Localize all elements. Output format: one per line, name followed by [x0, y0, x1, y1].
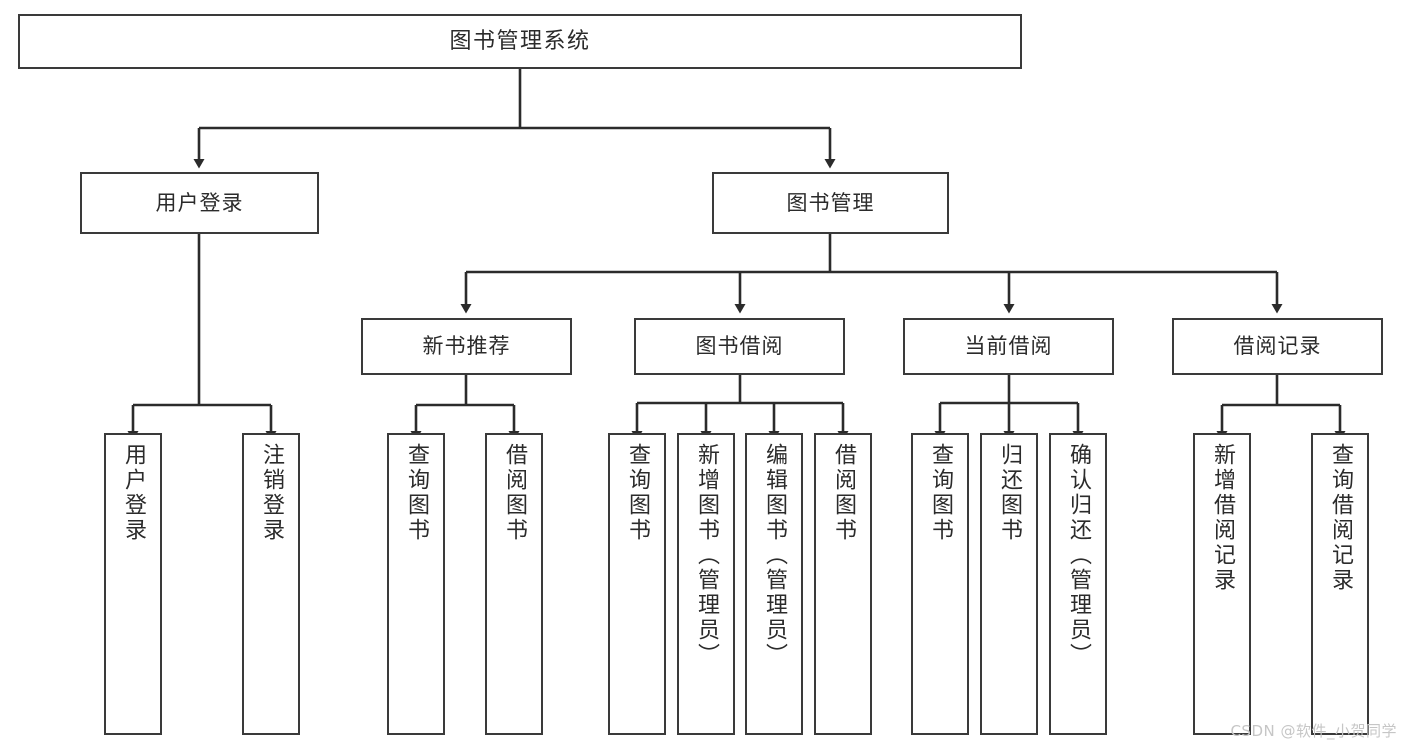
node-user-login[interactable]: 用户登录 [80, 172, 319, 234]
leaf-query-book-3[interactable]: 查询图书 [911, 433, 969, 735]
leaf-add-borrow-record-label: 新增借阅记录 [1210, 443, 1235, 593]
leaf-query-book-1[interactable]: 查询图书 [387, 433, 445, 735]
node-new-book-recommend[interactable]: 新书推荐 [361, 318, 572, 375]
leaf-confirm-return-label: 确认归还（管理员） [1066, 443, 1091, 668]
node-new-book-recommend-label: 新书推荐 [422, 334, 511, 359]
leaf-confirm-return[interactable]: 确认归还（管理员） [1049, 433, 1107, 735]
node-current-borrow[interactable]: 当前借阅 [903, 318, 1114, 375]
leaf-borrow-book-2[interactable]: 借阅图书 [814, 433, 872, 735]
leaf-return-book-label: 归还图书 [997, 443, 1022, 543]
node-book-management-label: 图书管理 [786, 190, 875, 215]
leaf-user-login[interactable]: 用户登录 [104, 433, 162, 735]
leaf-edit-book-label: 编辑图书（管理员） [762, 443, 787, 668]
node-user-login-label: 用户登录 [155, 190, 244, 215]
node-root-label: 图书管理系统 [449, 28, 591, 54]
node-book-borrow[interactable]: 图书借阅 [634, 318, 845, 375]
leaf-query-book-2-label: 查询图书 [625, 443, 650, 543]
node-borrow-record[interactable]: 借阅记录 [1172, 318, 1383, 375]
node-root[interactable]: 图书管理系统 [18, 14, 1022, 69]
leaf-query-borrow-record-label: 查询借阅记录 [1328, 443, 1353, 593]
node-borrow-record-label: 借阅记录 [1233, 334, 1322, 359]
leaf-return-book[interactable]: 归还图书 [980, 433, 1038, 735]
leaf-borrow-book-1-label: 借阅图书 [502, 443, 527, 543]
leaf-query-borrow-record[interactable]: 查询借阅记录 [1311, 433, 1369, 735]
leaf-logout-login[interactable]: 注销登录 [242, 433, 300, 735]
leaf-query-book-1-label: 查询图书 [404, 443, 429, 543]
node-book-management[interactable]: 图书管理 [712, 172, 949, 234]
leaf-add-borrow-record[interactable]: 新增借阅记录 [1193, 433, 1251, 735]
watermark-text: CSDN @软件_小贺同学 [1230, 722, 1397, 740]
leaf-user-login-label: 用户登录 [121, 443, 146, 543]
leaf-add-book-label: 新增图书（管理员） [694, 443, 719, 668]
leaf-borrow-book-2-label: 借阅图书 [831, 443, 856, 543]
leaf-query-book-3-label: 查询图书 [928, 443, 953, 543]
leaf-query-book-2[interactable]: 查询图书 [608, 433, 666, 735]
leaf-borrow-book-1[interactable]: 借阅图书 [485, 433, 543, 735]
leaf-add-book[interactable]: 新增图书（管理员） [677, 433, 735, 735]
leaf-logout-login-label: 注销登录 [259, 443, 284, 543]
node-current-borrow-label: 当前借阅 [964, 334, 1053, 359]
node-book-borrow-label: 图书借阅 [695, 334, 784, 359]
leaf-edit-book[interactable]: 编辑图书（管理员） [745, 433, 803, 735]
